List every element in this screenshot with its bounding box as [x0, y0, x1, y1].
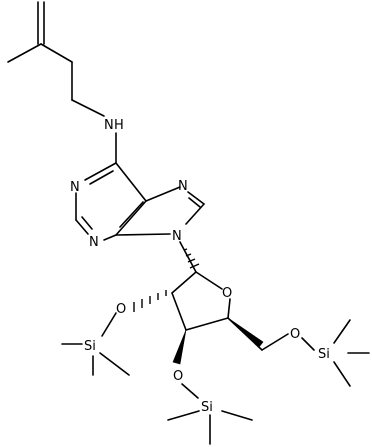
bond-c6-n1-inner	[89, 170, 114, 185]
bond-n9-c4	[115, 233, 171, 236]
bond-si5-me-down	[333, 361, 351, 387]
bond-c5prime-o5	[261, 333, 289, 351]
atom-amine-h: H	[114, 118, 124, 133]
stereo-bonds	[133, 248, 264, 365]
bond-c4-c5	[115, 200, 147, 236]
bond-n9-c1prime	[179, 241, 197, 273]
wedge-c4-c5prime	[227, 317, 264, 348]
bond-o3-si3	[181, 383, 199, 399]
bond-c2-c1	[171, 271, 197, 294]
bond-c5-c6	[115, 162, 147, 202]
atom-si2: Si	[84, 339, 96, 354]
bond-c4-c5-inner	[119, 201, 144, 228]
bond-c8-n9	[185, 203, 205, 225]
bond-si5-me-up	[333, 319, 351, 344]
wedge-c3-o3	[172, 329, 187, 365]
bond-o5-si5	[301, 337, 315, 351]
bond-c6-n1	[84, 162, 117, 181]
bond-methyl	[7, 43, 42, 63]
atom-n1: N	[70, 180, 80, 195]
bond-chain-1	[40, 43, 73, 63]
hash-c1-n9	[183, 248, 200, 269]
atom-n7: N	[178, 179, 188, 194]
atom-labels: N H N N N N O O O O Si Si Si	[70, 118, 330, 415]
atom-si3: Si	[201, 400, 213, 415]
atom-o3: O	[173, 369, 183, 384]
atom-amine-n: N	[104, 118, 114, 133]
bond-n7-c8	[187, 191, 205, 205]
bond-c2-n3-inner	[81, 216, 93, 230]
atom-o5: O	[290, 327, 300, 342]
bond-c1-o4	[195, 271, 223, 290]
bond-c4-c3	[185, 317, 229, 331]
bond-si3-me-right	[221, 410, 253, 421]
bond-c5-n7	[145, 186, 181, 202]
atom-n3: N	[89, 235, 99, 250]
atom-ring-o: O	[222, 286, 232, 301]
bond-n3-c4	[103, 234, 117, 241]
bond-si3-me-left	[167, 410, 200, 421]
bond-c2-n3	[75, 219, 89, 235]
bond-o4-c4	[227, 298, 231, 319]
atom-o2: O	[116, 302, 126, 317]
bond-o2-si2	[101, 312, 117, 337]
hash-c2-o2	[133, 290, 167, 312]
bond-n7-c8-inner	[188, 197, 201, 208]
atom-si5: Si	[318, 347, 330, 362]
bonds	[7, 1, 370, 445]
bond-si2-me-right	[99, 352, 130, 376]
bond-c3-c2	[171, 292, 187, 331]
atom-n9: N	[172, 229, 182, 244]
bond-chain-3	[71, 99, 105, 117]
